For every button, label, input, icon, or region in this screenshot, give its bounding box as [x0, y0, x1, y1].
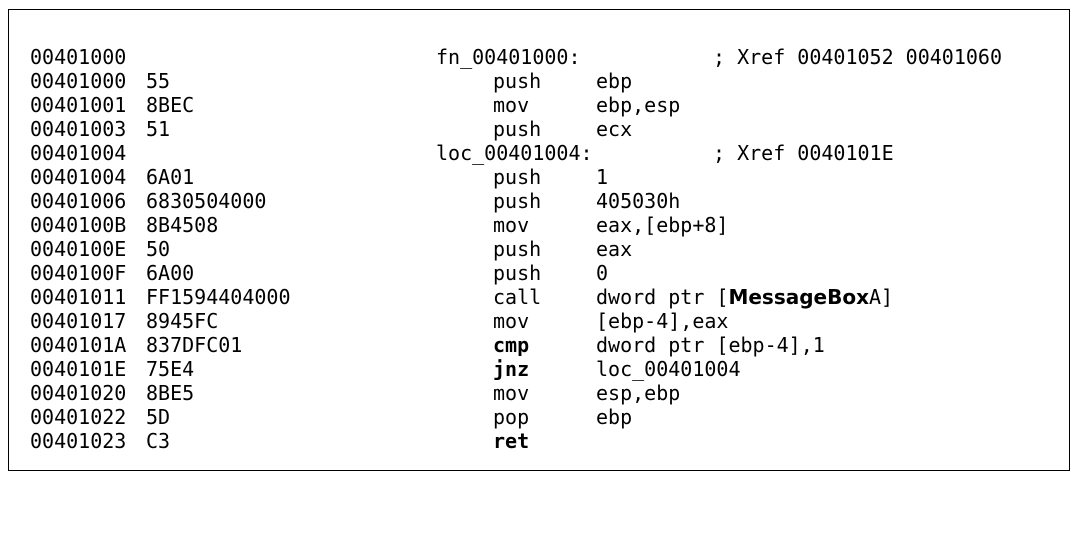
operand-suffix: A] — [869, 285, 894, 309]
mnemonic: call — [493, 285, 542, 309]
address: 00401006 — [30, 189, 127, 213]
instruction-row: 00401004 6A01 push 1 — [30, 165, 1075, 189]
address: 00401011 — [30, 285, 127, 309]
instruction-row: 00401022 5D pop ebp — [30, 405, 1075, 429]
address: 0040101E — [30, 357, 127, 381]
opcode-bytes: 8945FC — [146, 309, 219, 333]
mnemonic: push — [493, 189, 542, 213]
disassembly-listing: 00401000 fn_00401000: ; Xref 00401052 00… — [30, 45, 1075, 453]
mnemonic: mov — [493, 381, 530, 405]
instruction-row: 0040100E 50 push eax — [30, 237, 1075, 261]
mnemonic: push — [493, 261, 542, 285]
operands: [ebp-4],eax — [596, 309, 729, 333]
api-name: MessageBox — [728, 285, 869, 309]
instruction-row-call: 00401011 FF1594404000 call dword ptr [Me… — [30, 285, 1075, 309]
instruction-row: 00401017 8945FC mov [ebp-4],eax — [30, 309, 1075, 333]
mnemonic: mov — [493, 309, 530, 333]
operands: 1 — [596, 165, 609, 189]
xref-comment: ; Xref 00401052 00401060 — [713, 45, 1002, 69]
address: 0040100B — [30, 213, 127, 237]
instruction-row: 00401020 8BE5 mov esp,ebp — [30, 381, 1075, 405]
instruction-row: 0040100B 8B4508 mov eax,[ebp+8] — [30, 213, 1075, 237]
operands: 0 — [596, 261, 609, 285]
mnemonic-bold: jnz — [493, 357, 530, 381]
operands: esp,ebp — [596, 381, 681, 405]
mnemonic: push — [493, 117, 542, 141]
address: 00401000 — [30, 69, 127, 93]
opcode-bytes: 55 — [146, 69, 171, 93]
operands: ecx — [596, 117, 633, 141]
instruction-row-ret: 00401023 C3 ret — [30, 429, 1075, 453]
address: 00401001 — [30, 93, 127, 117]
opcode-bytes: FF1594404000 — [146, 285, 291, 309]
opcode-bytes: 51 — [146, 117, 171, 141]
opcode-bytes: 75E4 — [146, 357, 195, 381]
loop-label: loc_00401004: — [436, 141, 593, 165]
mnemonic-bold: ret — [493, 429, 530, 453]
opcode-bytes: 8B4508 — [146, 213, 219, 237]
operands: ebp — [596, 69, 633, 93]
function-label: fn_00401000: — [436, 45, 581, 69]
address: 00401000 — [30, 45, 127, 69]
instruction-row-cmp: 0040101A 837DFC01 cmp dword ptr [ebp-4],… — [30, 333, 1075, 357]
opcode-bytes: 6A01 — [146, 165, 195, 189]
address: 0040100E — [30, 237, 127, 261]
operands: eax — [596, 237, 633, 261]
opcode-bytes: 50 — [146, 237, 171, 261]
opcode-bytes: 5D — [146, 405, 171, 429]
mnemonic: mov — [493, 213, 530, 237]
address: 00401003 — [30, 117, 127, 141]
mnemonic: mov — [493, 93, 530, 117]
opcode-bytes: 8BEC — [146, 93, 195, 117]
address: 00401004 — [30, 141, 127, 165]
xref-comment: ; Xref 0040101E — [713, 141, 894, 165]
opcode-bytes: C3 — [146, 429, 171, 453]
instruction-row: 00401003 51 push ecx — [30, 117, 1075, 141]
label-row-loc-00401004: 00401004 loc_00401004: ; Xref 0040101E — [30, 141, 1075, 165]
operands: dword ptr [MessageBoxA] — [596, 285, 893, 309]
address: 00401004 — [30, 165, 127, 189]
instruction-row: 00401001 8BEC mov ebp,esp — [30, 93, 1075, 117]
mnemonic-bold: cmp — [493, 333, 530, 357]
operand-prefix: dword ptr [ — [596, 285, 729, 309]
address: 00401023 — [30, 429, 127, 453]
mnemonic: push — [493, 165, 542, 189]
address: 0040101A — [30, 333, 127, 357]
opcode-bytes: 6A00 — [146, 261, 195, 285]
operands: dword ptr [ebp-4],1 — [596, 333, 825, 357]
operands: eax,[ebp+8] — [596, 213, 729, 237]
operands: 405030h — [596, 189, 681, 213]
operands: loc_00401004 — [596, 357, 741, 381]
instruction-row: 00401000 55 push ebp — [30, 69, 1075, 93]
mnemonic: pop — [493, 405, 530, 429]
operands: ebp — [596, 405, 633, 429]
instruction-row-jnz: 0040101E 75E4 jnz loc_00401004 — [30, 357, 1075, 381]
address: 00401017 — [30, 309, 127, 333]
label-row-fn-00401000: 00401000 fn_00401000: ; Xref 00401052 00… — [30, 45, 1075, 69]
mnemonic: push — [493, 69, 542, 93]
opcode-bytes: 837DFC01 — [146, 333, 243, 357]
instruction-row: 00401006 6830504000 push 405030h — [30, 189, 1075, 213]
opcode-bytes: 6830504000 — [146, 189, 267, 213]
mnemonic: push — [493, 237, 542, 261]
operands: ebp,esp — [596, 93, 681, 117]
listing-frame: 00401000 fn_00401000: ; Xref 00401052 00… — [8, 9, 1070, 471]
instruction-row: 0040100F 6A00 push 0 — [30, 261, 1075, 285]
address: 00401022 — [30, 405, 127, 429]
address: 0040100F — [30, 261, 127, 285]
opcode-bytes: 8BE5 — [146, 381, 195, 405]
address: 00401020 — [30, 381, 127, 405]
